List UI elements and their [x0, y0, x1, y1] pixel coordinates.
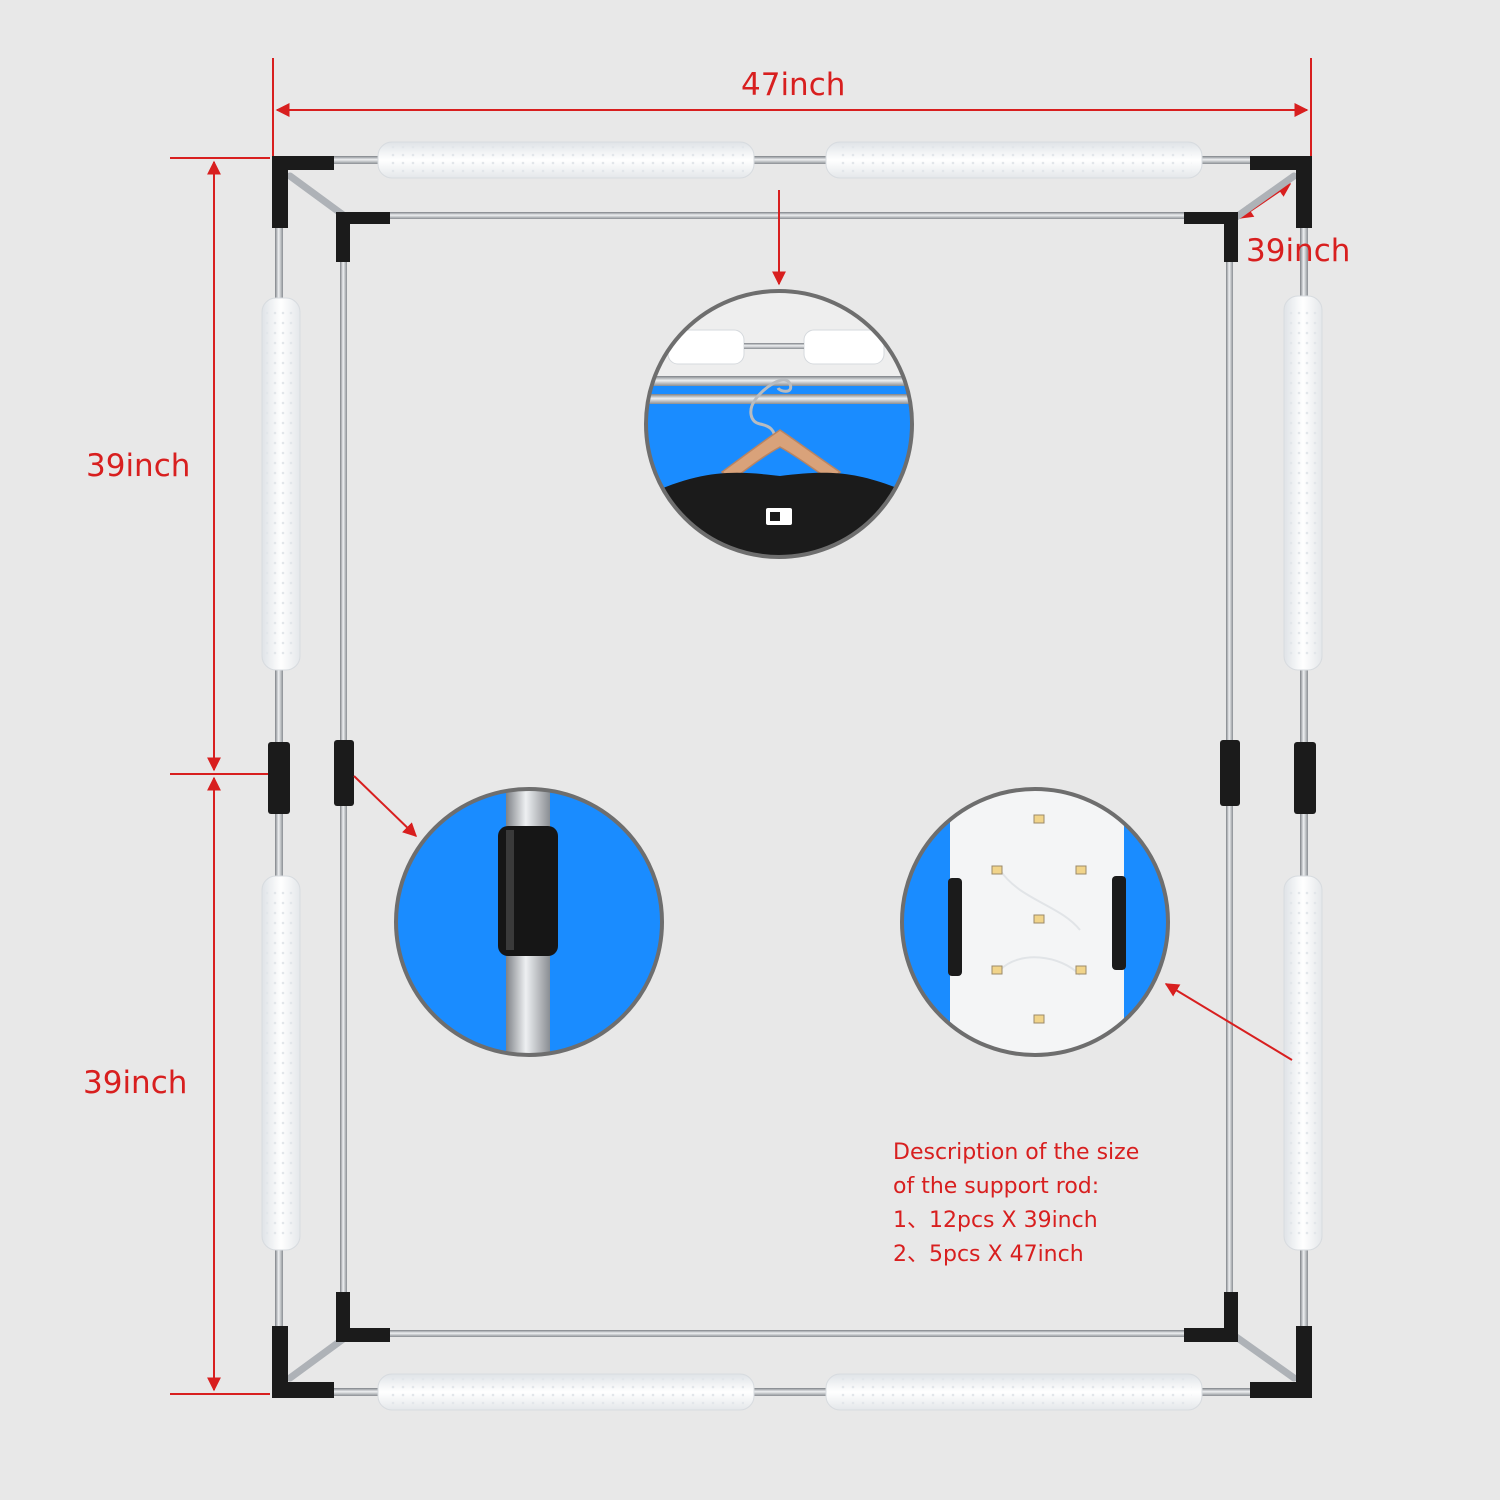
- description-line: of the support rod:: [893, 1174, 1100, 1199]
- description-line: 2、5pcs X 47inch: [893, 1242, 1084, 1267]
- led-strip-left-lower: [261, 875, 301, 1251]
- lower-height-dimension-label: 39inch: [83, 1065, 188, 1101]
- back-left-connector: [334, 740, 354, 806]
- led-strip-top-right: [825, 141, 1203, 179]
- front-left-connector: [268, 742, 290, 814]
- width-dimension-label: 47inch: [741, 67, 846, 103]
- description-line: 1、12pcs X 39inch: [893, 1208, 1098, 1233]
- led-strip-bottom-right: [825, 1373, 1203, 1411]
- detail-pointers: [353, 190, 1293, 1061]
- hanger-on-rod-icon: [644, 289, 914, 559]
- led-strip-icon: [900, 787, 1170, 1057]
- led-strip-right-upper: [1283, 295, 1323, 671]
- back-corner-connectors: [336, 212, 1238, 1342]
- front-corner-connectors: [272, 156, 1312, 1398]
- upper-height-dimension-label: 39inch: [86, 448, 191, 484]
- support-rod-description: Description of the size of the support r…: [893, 1136, 1139, 1272]
- front-frame: [268, 156, 1316, 1396]
- back-frame: [334, 212, 1240, 1337]
- led-strip-right-lower: [1283, 875, 1323, 1251]
- led-strip-bottom-left: [377, 1373, 755, 1411]
- led-strip-left-upper: [261, 297, 301, 671]
- depth-dimension-label: 39inch: [1246, 233, 1351, 269]
- rod-connector-icon: [394, 787, 664, 1057]
- front-right-connector: [1294, 742, 1316, 814]
- led-strip-top-left: [377, 141, 755, 179]
- description-line: Description of the size: [893, 1140, 1140, 1165]
- back-right-connector: [1220, 740, 1240, 806]
- dimension-lines: [170, 58, 1312, 1395]
- led-strips: [261, 141, 1323, 1411]
